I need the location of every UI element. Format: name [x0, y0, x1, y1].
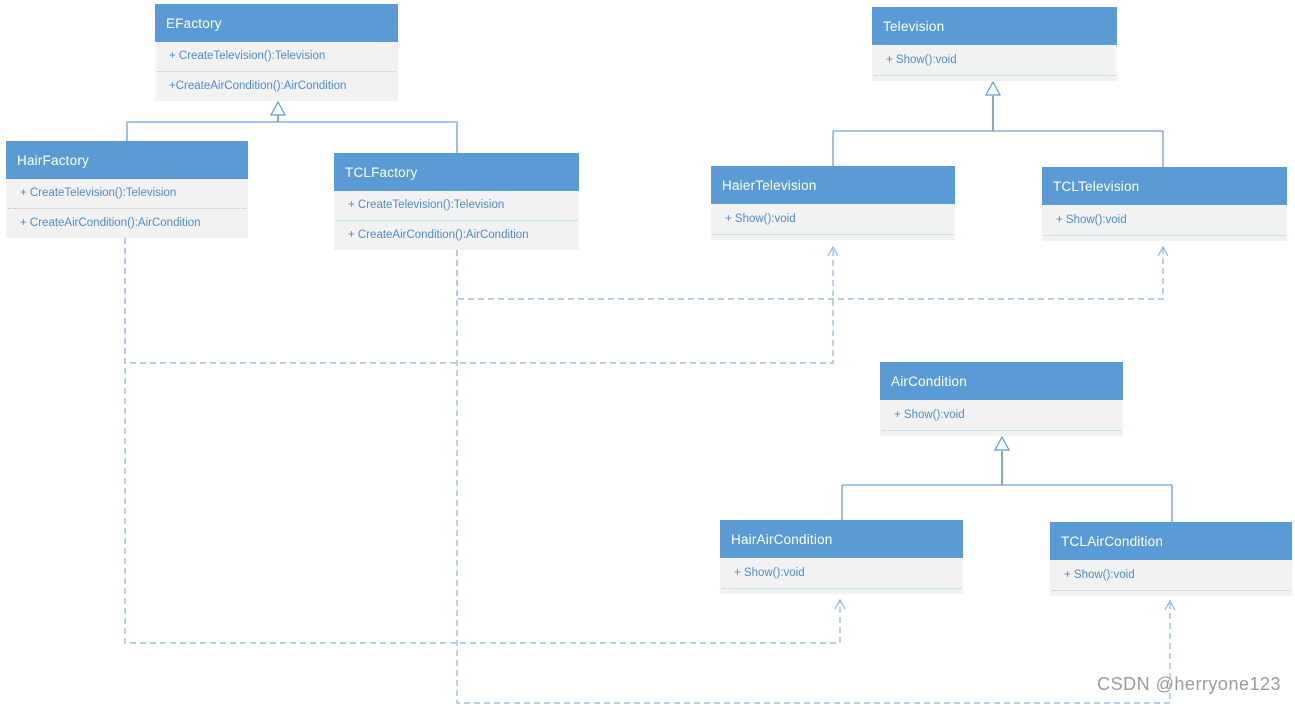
class-method: + Show():void	[886, 54, 957, 66]
member-filler	[711, 235, 955, 240]
inheritance-efactory-triangle-icon	[269, 100, 287, 116]
class-title: TCLTelevision	[1042, 167, 1287, 205]
member-filler	[872, 76, 1117, 81]
class-title: EFactory	[155, 4, 398, 42]
inheritance-television-triangle-icon	[984, 80, 1002, 96]
dependency-tclfactory-tcltelevision-arrow-icon	[1157, 245, 1169, 257]
class-box-hairaircondition: HairAirCondition + Show():void	[720, 520, 963, 594]
class-members: + Show():void	[872, 45, 1117, 81]
class-title: TCLFactory	[334, 153, 579, 191]
class-box-haiertelevision: HaierTelevision + Show():void	[711, 166, 955, 240]
dependency-tclfactory-tclaircondition-arrow-icon	[1164, 599, 1176, 611]
class-members: + CreateTelevision():Television +CreateAi…	[155, 42, 398, 101]
member-filler	[1050, 591, 1292, 596]
class-title: AirCondition	[880, 362, 1123, 400]
member-divider	[8, 208, 246, 209]
class-title: HairAirCondition	[720, 520, 963, 558]
class-title: TCLAirCondition	[1050, 522, 1292, 560]
class-box-hairfactory: HairFactory+ CreateTelevision():Televisi…	[6, 141, 248, 238]
class-members: + Show():void	[1050, 560, 1292, 596]
class-box-tclaircondition: TCLAirCondition + Show():void	[1050, 522, 1292, 596]
member-divider	[874, 75, 1115, 76]
class-method: + Show():void	[1056, 214, 1127, 226]
class-method: + Show():void	[725, 213, 796, 225]
class-members: + CreateTelevision():Television + CreateA…	[6, 179, 248, 238]
member-divider	[713, 234, 953, 235]
class-title: HaierTelevision	[711, 166, 955, 204]
dependency-tclfactory-tclaircondition	[456, 250, 1171, 704]
class-box-television: Television + Show():void	[872, 7, 1117, 81]
class-method: + CreateAirCondition():AirCondition	[348, 229, 529, 241]
class-members: + Show():void	[720, 558, 963, 594]
member-divider	[157, 71, 396, 72]
watermark: CSDN @herryone123	[1097, 674, 1281, 694]
class-method: + Show():void	[734, 567, 805, 579]
class-method: + CreateTelevision():Television	[169, 50, 326, 62]
class-method: + CreateAirCondition():AirCondition	[20, 217, 201, 229]
class-box-efactory: EFactory+ CreateTelevision():Television+…	[155, 4, 398, 101]
class-box-tcltelevision: TCLTelevision + Show():void	[1042, 167, 1287, 241]
class-method: + CreateTelevision():Television	[348, 199, 505, 211]
class-box-aircondition: AirCondition + Show():void	[880, 362, 1123, 436]
class-title: HairFactory	[6, 141, 248, 179]
class-method: +CreateAirCondition():AirCondition	[169, 80, 347, 92]
dependency-hairfactory-haiertelevision	[124, 238, 834, 364]
class-members: + CreateTelevision():Television + CreateA…	[334, 191, 579, 250]
class-members: + Show():void	[1042, 205, 1287, 241]
class-method: + Show():void	[1064, 569, 1135, 581]
member-divider	[722, 588, 961, 589]
class-method: + CreateTelevision():Television	[20, 187, 177, 199]
inheritance-aircondition-triangle-icon	[993, 435, 1011, 451]
class-members: + Show():void	[880, 400, 1123, 436]
class-members: + Show():void	[711, 204, 955, 240]
dependency-hairfactory-hairaircondition-arrow-icon	[834, 598, 846, 610]
member-filler	[880, 431, 1123, 436]
dependency-hairfactory-haiertelevision-arrow-icon	[827, 245, 839, 257]
dependency-tclfactory-tcltelevision	[456, 247, 1164, 300]
member-divider	[882, 430, 1121, 431]
class-title: Television	[872, 7, 1117, 45]
dependency-hairfactory-hairaircondition	[124, 238, 841, 644]
class-method: + Show():void	[894, 409, 965, 421]
member-divider	[1052, 590, 1290, 591]
class-box-tclfactory: TCLFactory+ CreateTelevision():Televisio…	[334, 153, 579, 250]
member-divider	[1044, 235, 1285, 236]
member-filler	[720, 589, 963, 594]
member-divider	[336, 220, 577, 221]
member-filler	[1042, 236, 1287, 241]
